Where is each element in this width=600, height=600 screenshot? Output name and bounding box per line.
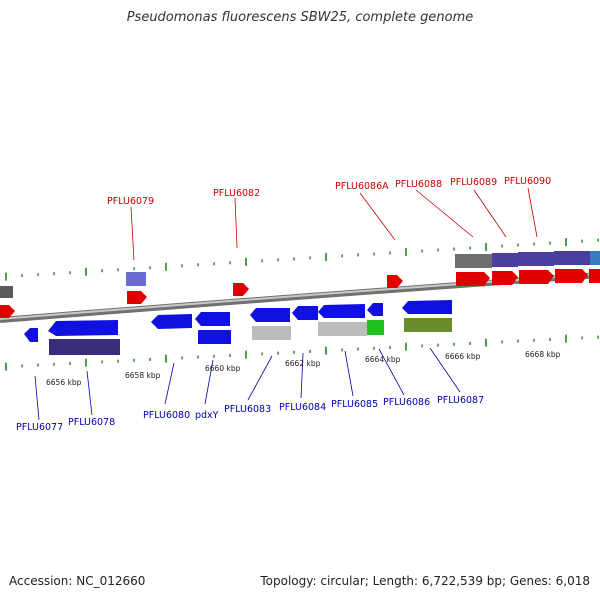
gene-forward[interactable]: [387, 275, 403, 288]
genome-backbone-highlight: [0, 273, 600, 320]
scale-label: 6664 kbp: [365, 355, 401, 364]
gene-label[interactable]: PFLU6077: [16, 422, 63, 433]
gene-reverse[interactable]: [198, 330, 231, 344]
gene-label[interactable]: PFLU6084: [279, 402, 326, 413]
gene-forward[interactable]: [555, 269, 588, 283]
gene-label[interactable]: PFLU6080: [143, 410, 190, 421]
gene-reverse[interactable]: [48, 320, 118, 336]
gene-forward[interactable]: [554, 251, 590, 265]
label-leaders: [34, 187, 538, 421]
gene-forward[interactable]: [590, 251, 600, 265]
reverse-gene-track: [24, 300, 452, 355]
gene-label[interactable]: PFLU6087: [437, 395, 484, 406]
tick-row-bottom: [5, 334, 599, 371]
gene-forward[interactable]: [492, 271, 518, 285]
gene-forward[interactable]: [0, 286, 13, 298]
gene-forward[interactable]: [589, 269, 600, 283]
scale-label: 6660 kbp: [205, 364, 241, 373]
gene-label[interactable]: PFLU6079: [107, 196, 154, 207]
gene-forward[interactable]: [127, 291, 147, 304]
accession-label: Accession: NC_012660: [9, 574, 146, 588]
gene-forward[interactable]: [0, 305, 15, 318]
scale-label: 6668 kbp: [525, 350, 561, 359]
gene-reverse[interactable]: [367, 303, 383, 316]
gene-reverse[interactable]: [367, 320, 384, 335]
scale-label: 6656 kbp: [46, 378, 82, 387]
gene-reverse[interactable]: [318, 304, 365, 318]
scale-label: 6662 kbp: [285, 359, 321, 368]
gene-reverse[interactable]: [151, 314, 192, 329]
gene-forward[interactable]: [519, 270, 554, 284]
gene-reverse[interactable]: [402, 300, 452, 314]
gene-reverse[interactable]: [195, 312, 230, 326]
gene-reverse[interactable]: [318, 322, 367, 336]
gene-reverse[interactable]: [49, 339, 120, 355]
gene-forward[interactable]: [456, 272, 490, 286]
gene-label[interactable]: PFLU6086: [383, 397, 430, 408]
gene-label[interactable]: PFLU6086A: [335, 181, 389, 192]
scale-labels: 6656 kbp 6658 kbp 6660 kbp 6662 kbp 6664…: [46, 350, 561, 387]
top-gene-labels: PFLU6079 PFLU6082 PFLU6086A PFLU6088 PFL…: [107, 176, 551, 207]
gene-label[interactable]: PFLU6088: [395, 179, 442, 190]
forward-gene-track: [0, 251, 600, 318]
gene-forward[interactable]: [233, 283, 249, 296]
gene-reverse[interactable]: [24, 328, 38, 342]
scale-label: 6658 kbp: [125, 371, 161, 380]
topology-label: Topology: circular; Length: 6,722,539 bp…: [260, 574, 590, 588]
gene-label[interactable]: pdxY: [195, 410, 219, 421]
scale-label: 6666 kbp: [445, 352, 481, 361]
map-title: Pseudomonas fluorescens SBW25, complete …: [126, 10, 474, 25]
gene-reverse[interactable]: [292, 306, 318, 320]
gene-forward[interactable]: [455, 254, 492, 268]
gene-reverse[interactable]: [252, 326, 291, 340]
gene-forward[interactable]: [126, 272, 146, 286]
gene-forward[interactable]: [492, 253, 518, 267]
bottom-gene-labels: PFLU6077 PFLU6078 PFLU6080 pdxY PFLU6083…: [16, 395, 484, 433]
gene-label[interactable]: PFLU6078: [68, 417, 115, 428]
gene-label[interactable]: PFLU6082: [213, 188, 260, 199]
tick-row-top: [5, 238, 599, 281]
gene-reverse[interactable]: [404, 318, 452, 332]
gene-label[interactable]: PFLU6085: [331, 399, 378, 410]
gene-label[interactable]: PFLU6083: [224, 404, 271, 415]
gene-label[interactable]: PFLU6090: [504, 176, 551, 187]
gene-label[interactable]: PFLU6089: [450, 177, 497, 188]
gene-reverse[interactable]: [250, 308, 290, 322]
gene-forward[interactable]: [518, 252, 554, 266]
